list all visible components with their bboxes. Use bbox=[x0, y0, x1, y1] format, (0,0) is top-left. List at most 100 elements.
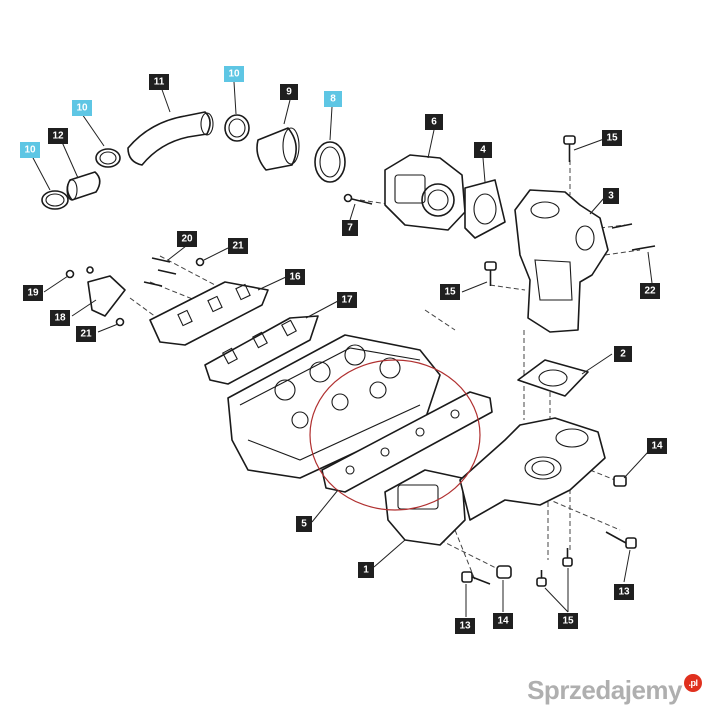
svg-text:18: 18 bbox=[54, 313, 66, 324]
bolt-15-bottom-a bbox=[536, 570, 547, 587]
manifold-gasket-17 bbox=[204, 315, 319, 385]
stud-20c bbox=[143, 281, 163, 287]
nut-14-right bbox=[613, 475, 627, 487]
svg-text:5: 5 bbox=[301, 519, 307, 530]
throttle-assembly bbox=[343, 154, 506, 239]
callout-3: 3 bbox=[603, 188, 619, 204]
stud-20b bbox=[157, 269, 177, 275]
svg-text:14: 14 bbox=[651, 441, 663, 452]
svg-text:15: 15 bbox=[562, 616, 574, 627]
callout-15: 15 bbox=[602, 130, 622, 146]
intake-manifold-16 bbox=[149, 281, 269, 346]
lower-hardware bbox=[461, 475, 637, 587]
svg-text:10: 10 bbox=[24, 145, 36, 156]
gasket-4 bbox=[464, 179, 506, 239]
callout-17: 17 bbox=[337, 292, 357, 308]
callout-4: 4 bbox=[474, 142, 492, 158]
callout-15: 15 bbox=[440, 284, 460, 300]
callout-16: 16 bbox=[285, 269, 305, 285]
exhaust-gasket-group bbox=[321, 391, 493, 493]
bolt-13-left bbox=[461, 571, 491, 585]
svg-text:19: 19 bbox=[27, 288, 39, 299]
callout-11: 11 bbox=[149, 74, 169, 90]
callout-21: 21 bbox=[228, 238, 248, 254]
manifold-assembly bbox=[149, 281, 319, 385]
callout-5: 5 bbox=[296, 516, 312, 532]
exhaust-gasket-5 bbox=[321, 391, 493, 493]
gasket-2 bbox=[517, 359, 589, 397]
callout-19: 19 bbox=[23, 285, 43, 301]
callout-6: 6 bbox=[425, 114, 443, 130]
bolt-13-right bbox=[605, 531, 637, 549]
nut-14-bottom bbox=[496, 565, 512, 579]
callout-10: 10 bbox=[224, 66, 244, 82]
svg-text:15: 15 bbox=[444, 287, 456, 298]
coupler-hose-9 bbox=[256, 127, 297, 171]
svg-text:13: 13 bbox=[618, 587, 630, 598]
nut-19 bbox=[65, 269, 75, 279]
highlight-circle bbox=[309, 359, 481, 511]
watermark-logo: Sprzedajemy .pl bbox=[527, 673, 702, 706]
bolt-15-mid bbox=[484, 261, 497, 271]
svg-text:10: 10 bbox=[76, 103, 88, 114]
svg-text:7: 7 bbox=[347, 223, 353, 234]
callout-2: 2 bbox=[614, 346, 632, 362]
svg-text:3: 3 bbox=[608, 191, 614, 202]
bracket-18 bbox=[87, 275, 126, 317]
svg-text:16: 16 bbox=[289, 272, 301, 283]
svg-text:4: 4 bbox=[480, 145, 486, 156]
svg-text:11: 11 bbox=[154, 77, 165, 88]
nut-21b bbox=[115, 317, 125, 327]
callout-18: 18 bbox=[50, 310, 70, 326]
callout-1: 1 bbox=[358, 562, 374, 578]
callout-13: 13 bbox=[614, 584, 634, 600]
callout-22: 22 bbox=[640, 283, 660, 299]
callout-10: 10 bbox=[72, 100, 92, 116]
callout-13: 13 bbox=[455, 618, 475, 634]
manifold-hardware bbox=[65, 257, 205, 327]
callout-12: 12 bbox=[48, 128, 68, 144]
stud-20a bbox=[151, 257, 171, 263]
nut-19b bbox=[86, 266, 94, 274]
callout-9: 9 bbox=[280, 84, 298, 100]
callout-7: 7 bbox=[342, 220, 358, 236]
leader-lines bbox=[31, 81, 653, 617]
short-hose-12 bbox=[66, 171, 101, 201]
egr-block-1 bbox=[384, 469, 466, 546]
callout-14: 14 bbox=[647, 438, 667, 454]
svg-text:17: 17 bbox=[341, 295, 353, 306]
watermark-badge: .pl bbox=[684, 673, 702, 692]
stud-22b bbox=[631, 245, 656, 251]
nut-21a bbox=[195, 257, 205, 267]
svg-text:8: 8 bbox=[330, 94, 336, 105]
svg-text:15: 15 bbox=[606, 133, 618, 144]
hose-assembly bbox=[41, 111, 346, 210]
svg-text:21: 21 bbox=[80, 329, 92, 340]
callout-labels: 11 10 9 8 10 12 10 6 4 15 7 3 20 21 16 1… bbox=[20, 66, 667, 634]
svg-text:20: 20 bbox=[181, 234, 193, 245]
callout-10: 10 bbox=[20, 142, 40, 158]
svg-text:21: 21 bbox=[232, 241, 244, 252]
svg-text:12: 12 bbox=[52, 131, 64, 142]
stud-22a bbox=[611, 223, 633, 229]
bolt-15-top bbox=[563, 135, 576, 145]
svg-text:22: 22 bbox=[644, 286, 656, 297]
callout-15: 15 bbox=[558, 613, 578, 629]
svg-text:10: 10 bbox=[228, 69, 240, 80]
watermark-text: Sprzedajemy bbox=[527, 675, 682, 705]
svg-text:13: 13 bbox=[459, 621, 471, 632]
callout-20: 20 bbox=[177, 231, 197, 247]
callout-14: 14 bbox=[493, 613, 513, 629]
exhaust-manifold-group bbox=[384, 417, 606, 546]
callout-8: 8 bbox=[324, 91, 342, 107]
egr-housing-assembly bbox=[484, 135, 656, 397]
callout-21: 21 bbox=[76, 326, 96, 342]
svg-text:6: 6 bbox=[431, 117, 437, 128]
bolt-15-bottom-b bbox=[562, 548, 573, 567]
svg-text:9: 9 bbox=[286, 87, 292, 98]
svg-text:2: 2 bbox=[620, 349, 626, 360]
svg-text:14: 14 bbox=[497, 616, 509, 627]
curved-pipe-11 bbox=[127, 111, 211, 166]
svg-text:1: 1 bbox=[363, 565, 369, 576]
